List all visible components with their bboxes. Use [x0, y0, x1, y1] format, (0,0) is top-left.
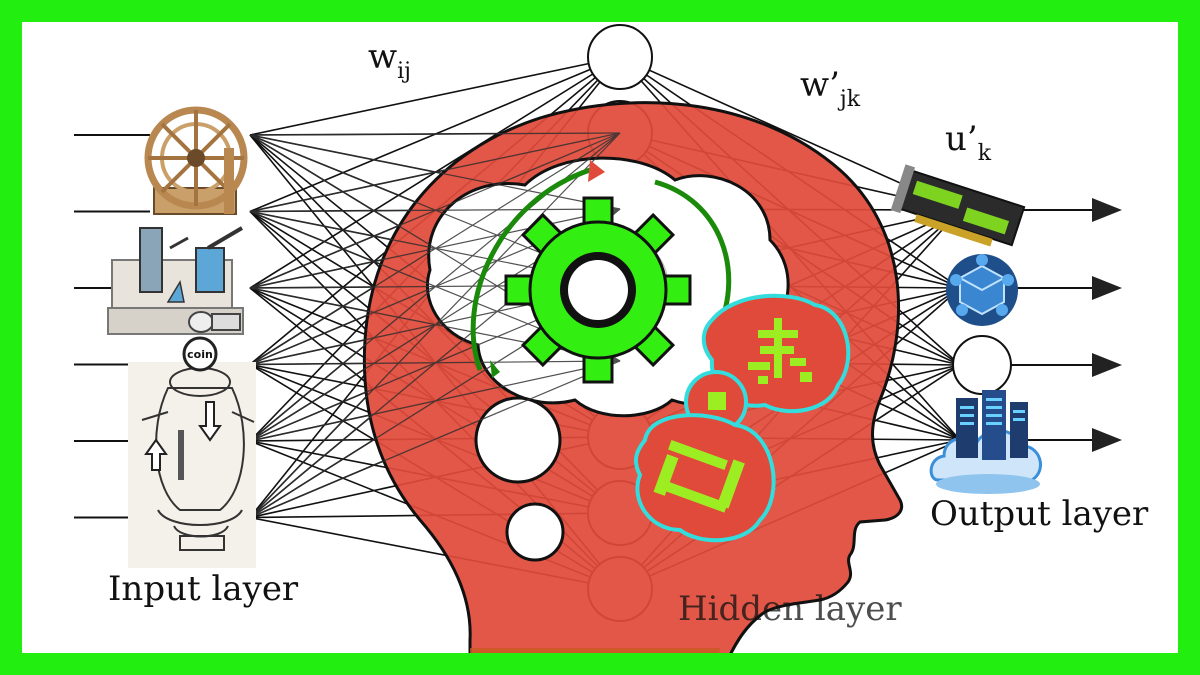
coin-label: coin: [187, 348, 213, 361]
coin-vending-machine-icon: coin: [128, 336, 256, 568]
graphics-card-icon: [890, 164, 1026, 247]
water-wheel-icon: [144, 106, 248, 215]
glyph-bubbles: [633, 293, 851, 543]
gear-icon: [504, 196, 692, 384]
cloud-server-icon: [929, 390, 1042, 494]
output-node-circle: [952, 335, 1012, 395]
hidden-node: [587, 24, 653, 90]
input-layer-label: Input layer: [108, 569, 299, 609]
weight-label-w-ij: wij: [368, 37, 411, 84]
bias-label-u-k: u’k: [945, 119, 992, 166]
hidden-layer-label: Hidden layer: [678, 589, 902, 629]
steam-engine-icon: [107, 226, 244, 335]
blockchain-cube-icon: [946, 254, 1018, 326]
output-layer-label: Output layer: [930, 494, 1149, 534]
weight-label-w-jk: w’jk: [800, 65, 861, 112]
output-arrows: [1010, 198, 1122, 452]
